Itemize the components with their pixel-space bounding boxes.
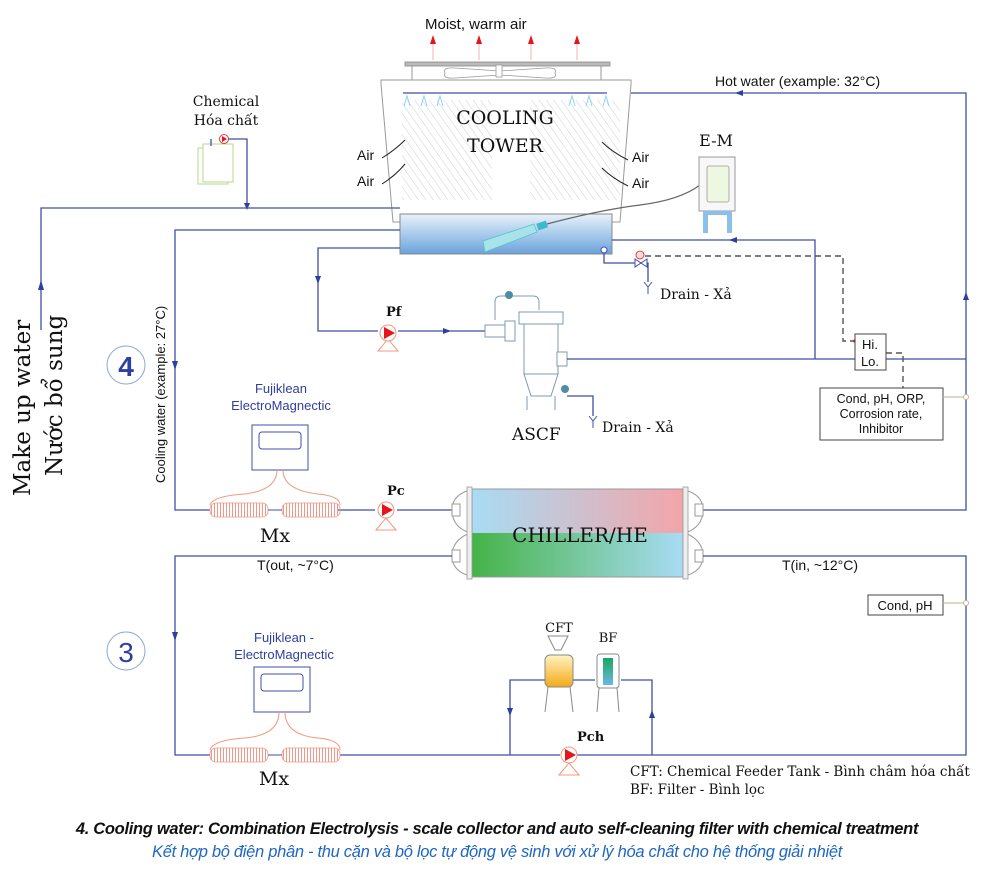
air-label-left-1: Air xyxy=(357,147,374,163)
pump-pch-icon xyxy=(557,746,581,776)
air-inlet-arrows xyxy=(381,139,629,187)
chemical-feed-loop-pipe xyxy=(509,679,653,755)
circuit-3-badge xyxy=(106,631,146,671)
tower-title-line2: TOWER xyxy=(467,135,544,157)
cft-tank xyxy=(544,635,574,713)
legend-cft: CFT: Chemical Feeder Tank - Bình châm hó… xyxy=(630,764,970,780)
cooling-water-supply-pipe xyxy=(174,229,458,511)
monitor-line-3: Inhibitor xyxy=(859,422,903,436)
blowdown-valve-icon xyxy=(634,258,648,268)
t-out-label: T(out, ~7°C) xyxy=(257,557,334,573)
chemical-dose-pipe xyxy=(210,138,248,208)
electrode-probe xyxy=(482,184,701,253)
em-label: E-M xyxy=(699,131,733,150)
bf-label: BF xyxy=(599,631,618,646)
ascf-filter xyxy=(484,291,569,410)
ascf-label: ASCF xyxy=(511,425,561,445)
hi-label: Hi. xyxy=(862,337,878,352)
monitor-line-1: Cond, pH, ORP, xyxy=(837,392,926,406)
pump-pch-label: Pch xyxy=(577,730,605,745)
monitor-line-2: Corrosion rate, xyxy=(840,407,923,421)
air-label-left-2: Air xyxy=(357,173,374,189)
makeup-water-pipe xyxy=(40,207,400,330)
exhaust-arrows xyxy=(430,35,580,60)
control-signal-line xyxy=(645,255,855,342)
cond-ph-label: Cond, pH xyxy=(878,598,933,613)
air-label-right-2: Air xyxy=(632,175,649,191)
chemical-tank xyxy=(197,134,234,185)
mx-bottom-label: Mx xyxy=(259,768,289,790)
sensor-signal-line xyxy=(886,352,904,388)
exhaust-label: Moist, warm air xyxy=(425,16,527,33)
mx-coil-bottom xyxy=(209,747,341,763)
hot-water-pipe xyxy=(631,92,967,511)
hot-water-label: Hot water (example: 32°C) xyxy=(715,73,880,89)
cft-label: CFT xyxy=(545,621,573,636)
fuji-bot-label-2: ElectroMagnectic xyxy=(234,647,334,662)
bf-filter xyxy=(596,653,620,713)
cooling-water-label: Cooling water (example: 27°C) xyxy=(153,306,168,483)
pump-pc-icon xyxy=(374,501,398,531)
blowdown-drain-label: Drain - Xả xyxy=(660,286,732,303)
cooling-tower xyxy=(380,61,701,255)
ascf-drain-label: Drain - Xả xyxy=(602,419,674,436)
dosing-pump-icon xyxy=(222,136,227,142)
circuit-4-number: 4 xyxy=(118,351,134,382)
em-panel xyxy=(698,156,736,233)
return-to-basin-pipe xyxy=(612,239,816,359)
blowdown-pipe xyxy=(603,253,649,282)
solenoid-icon xyxy=(635,250,645,260)
legend-bf: BF: Filter - Bình lọc xyxy=(630,782,765,798)
fuji-bot-controller xyxy=(209,666,341,751)
circuit-3-number: 3 xyxy=(118,637,134,668)
water-quality-monitor xyxy=(819,387,944,441)
circuit-4-badge xyxy=(106,345,146,385)
air-label-right-1: Air xyxy=(632,149,649,165)
chiller-heat-exchanger xyxy=(451,486,704,580)
filtration-suction-pipe xyxy=(317,247,485,332)
pump-pf-icon xyxy=(376,324,400,352)
chemical-label-en: Chemical xyxy=(193,94,260,110)
fuji-top-label-1: Fujiklean xyxy=(255,381,307,396)
chilled-water-pipe xyxy=(174,555,967,756)
tower-title-line1: COOLING xyxy=(456,107,554,129)
fuji-top-controller xyxy=(209,424,341,506)
mx-top-label: Mx xyxy=(260,525,290,547)
caption-title-en: 4. Cooling water: Combination Electrolys… xyxy=(75,820,919,838)
caption-title-vi: Kết hợp bộ điện phân - thu cặn và bộ lọc… xyxy=(152,843,842,861)
ascf-drain-pipe xyxy=(567,395,594,416)
pump-pc-label: Pc xyxy=(387,484,405,499)
mx-coil-top xyxy=(209,502,341,518)
makeup-label-en: Make up water xyxy=(10,320,36,496)
fuji-bot-label-1: Fujiklean - xyxy=(254,630,314,645)
chemical-label-vi: Hóa chất xyxy=(194,112,259,129)
t-in-label: T(in, ~12°C) xyxy=(782,557,858,573)
cond-ph-sensor xyxy=(867,594,944,616)
makeup-label-vi: Nước bổ sung xyxy=(40,314,68,476)
pump-pf-label: Pf xyxy=(386,305,403,320)
hi-lo-controller xyxy=(854,333,887,371)
fuji-top-label-2: ElectroMagnectic xyxy=(231,398,331,413)
chiller-label: CHILLER/HE xyxy=(512,523,648,547)
lo-label: Lo. xyxy=(861,354,879,369)
